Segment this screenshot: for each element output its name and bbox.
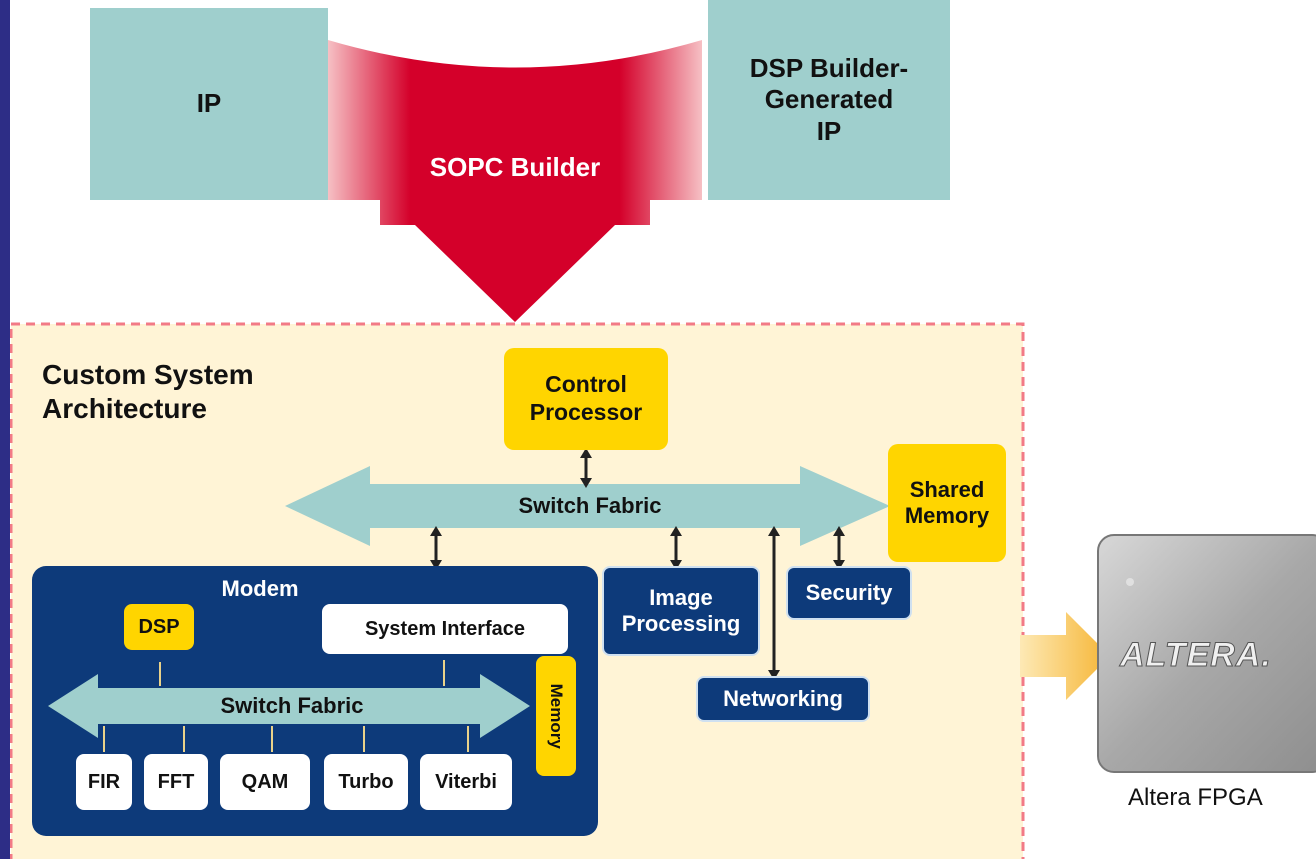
control-processor-box: Control Processor — [504, 348, 668, 450]
image-processing-box: Image Processing — [602, 566, 760, 656]
fpga-arrow — [1020, 612, 1110, 700]
dsp-builder-ip-box: DSP Builder- Generated IP — [708, 0, 950, 200]
switch-fabric-label: Switch Fabric — [518, 492, 662, 518]
architecture-title: Custom System Architecture — [42, 359, 254, 424]
shared-memory-box: Shared Memory — [888, 444, 1006, 562]
viterbi-label: Viterbi — [435, 771, 497, 793]
system-interface-box: System Interface — [322, 604, 568, 654]
modem-graphics — [48, 660, 530, 752]
modem-switch-fabric-label: Switch Fabric — [220, 692, 364, 718]
modem-block-fir: FIR — [76, 754, 132, 810]
dsp-box: DSP — [124, 604, 194, 650]
modem-title: Modem — [221, 576, 299, 601]
dsp-label: DSP — [138, 616, 180, 638]
sopc-builder-arrow — [328, 40, 702, 322]
dsp-builder-label: DSP Builder- Generated IP — [749, 53, 909, 146]
ip-box: IP — [90, 8, 328, 200]
modem-panel: Modem DSP System Interface Switch Fabric… — [32, 566, 598, 836]
turbo-label: Turbo — [338, 771, 394, 793]
modem-block-fft: FFT — [144, 754, 208, 810]
qam-label: QAM — [241, 771, 289, 793]
control-processor-label: Control Processor — [529, 371, 643, 425]
sopc-builder-label: SOPC Builder — [429, 152, 601, 183]
diagram-canvas: IP DSP Builder- Generated IP SOPC Builde… — [10, 0, 1316, 859]
modem-switch-fabric-arrow — [48, 674, 530, 738]
networking-label: Networking — [723, 685, 843, 711]
switch-fabric-arrow — [285, 466, 890, 546]
fpga-chip — [1097, 534, 1316, 773]
shared-memory-label: Shared Memory — [904, 476, 990, 528]
fft-label: FFT — [157, 771, 195, 793]
system-interface-label: System Interface — [364, 618, 526, 640]
fir-label: FIR — [87, 771, 121, 793]
modem-memory-label: Memory — [547, 683, 567, 749]
security-box: Security — [786, 566, 912, 620]
modem-memory-box: Memory — [536, 656, 576, 776]
modem-block-viterbi: Viterbi — [420, 754, 512, 810]
modem-block-turbo: Turbo — [324, 754, 408, 810]
fpga-caption: Altera FPGA — [1128, 784, 1263, 811]
image-processing-label: Image Processing — [621, 584, 741, 636]
ip-label: IP — [196, 88, 222, 119]
networking-box: Networking — [696, 676, 870, 722]
altera-logo: ALTERA. — [1120, 635, 1272, 674]
modem-block-qam: QAM — [220, 754, 310, 810]
security-label: Security — [805, 579, 893, 605]
